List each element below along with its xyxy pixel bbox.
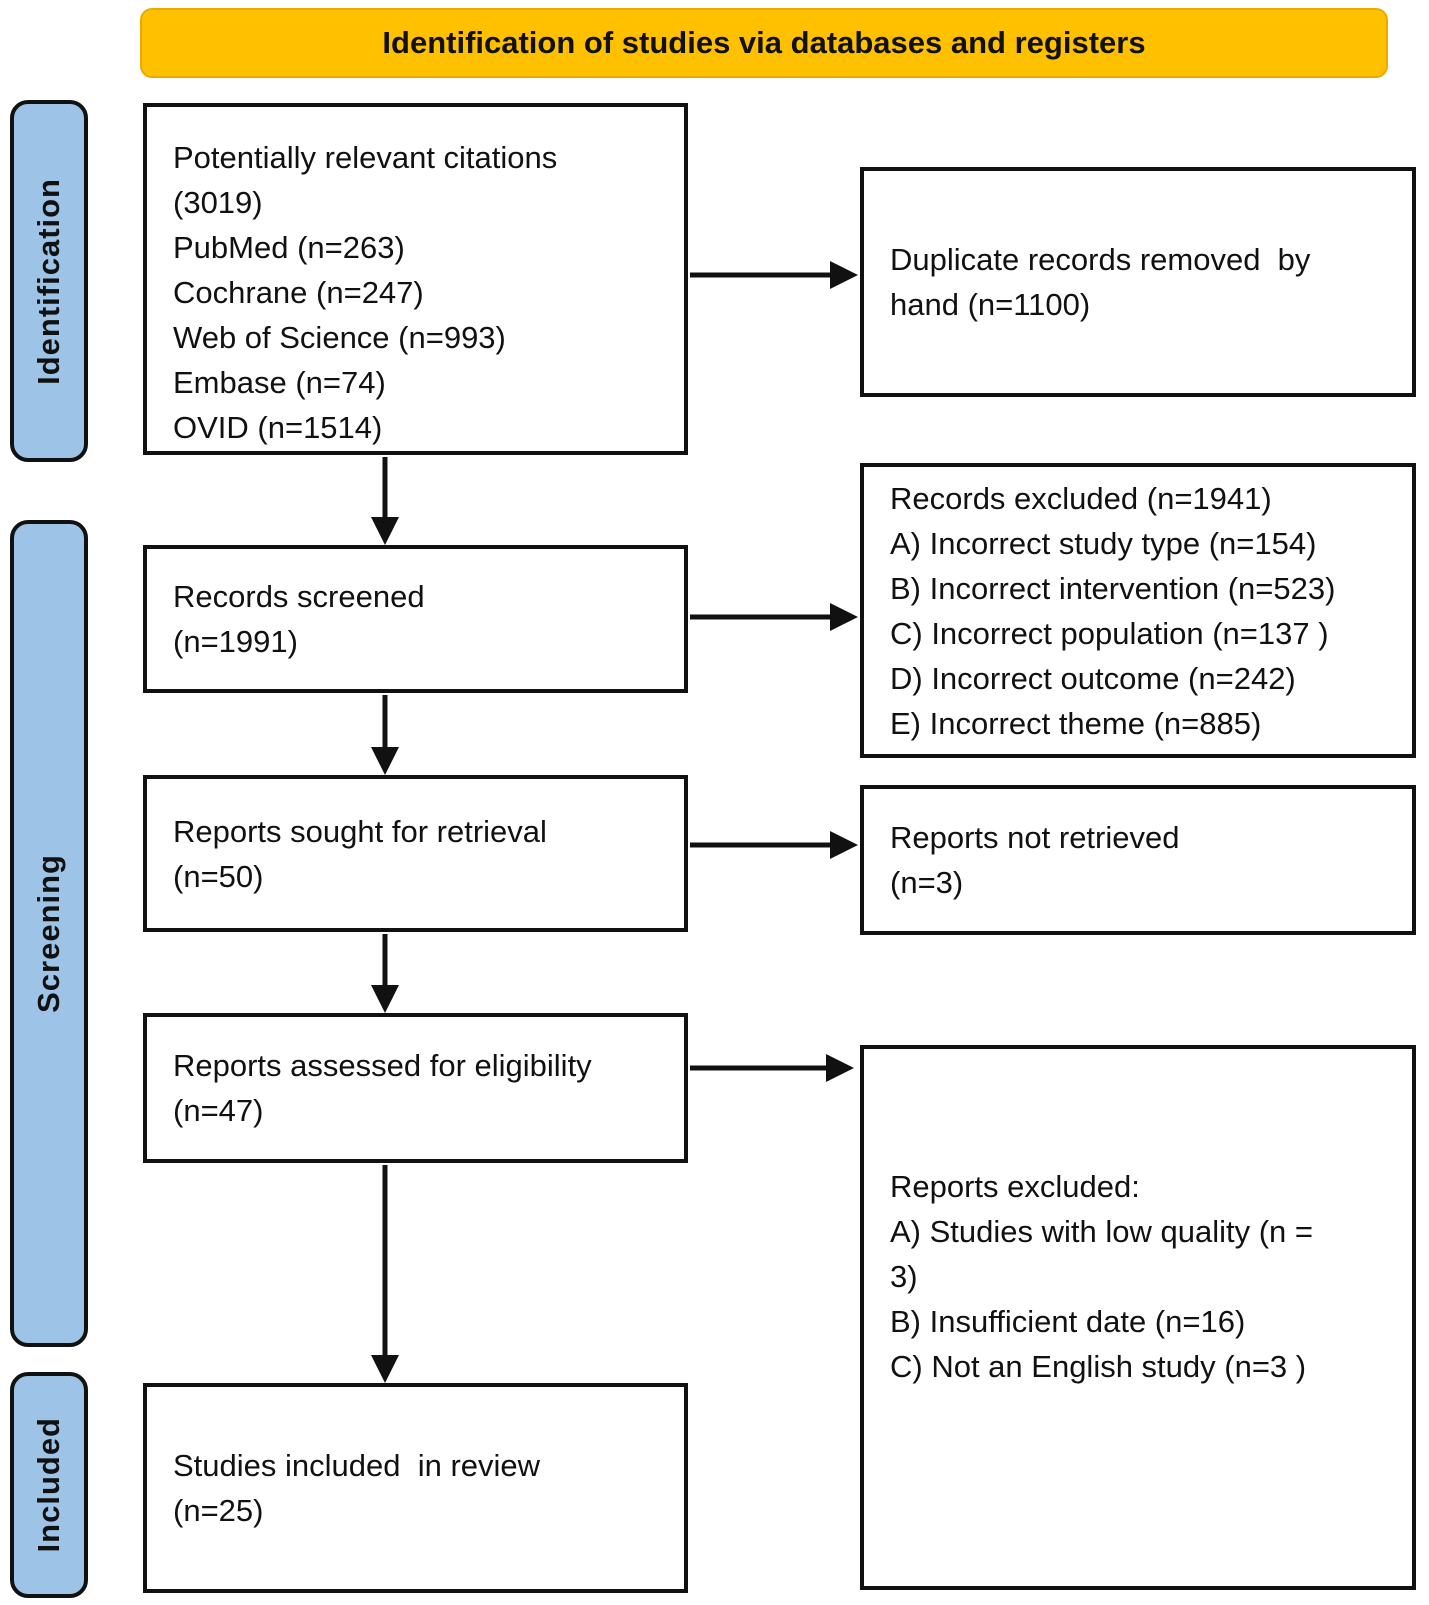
stage-label-identification: Identification: [31, 177, 66, 385]
screened-line: (n=1991): [173, 624, 298, 659]
included-line: Studies included in review: [173, 1448, 541, 1483]
records-excluded-line: D) Incorrect outcome (n=242): [890, 660, 1296, 696]
citations-line: OVID (n=1514): [173, 410, 383, 445]
records-excluded-line: C) Incorrect population (n=137 ): [890, 615, 1329, 651]
reports-excluded-line: C) Not an English study (n=3 ): [890, 1349, 1307, 1384]
citations-line: Cochrane (n=247): [173, 275, 424, 310]
box-studies-included-in-review: Studies included in review (n=25): [143, 1383, 688, 1593]
assessed-line: (n=47): [173, 1093, 264, 1128]
not-retrieved-line: (n=3): [890, 865, 964, 900]
reports-excluded-line: 3): [890, 1259, 918, 1294]
arrow-citations-to-screened: [371, 457, 399, 545]
box-records-excluded: Records excluded (n=1941) A) Incorrect s…: [860, 463, 1416, 758]
box-reports-sought-for-retrieval: Reports sought for retrieval (n=50): [143, 775, 688, 932]
stage-bar-included: Included: [10, 1372, 88, 1598]
box-records-screened: Records screened (n=1991): [143, 545, 688, 693]
arrow-sought-to-not-retrieved: [690, 831, 858, 859]
stage-bar-screening: Screening: [10, 520, 88, 1347]
citations-line: Potentially relevant citations: [173, 140, 558, 175]
duplicates-line: hand (n=1100): [890, 287, 1091, 322]
arrow-screened-to-sought: [371, 695, 399, 775]
citations-line: Embase (n=74): [173, 365, 386, 400]
banner-identification-of-studies: Identification of studies via databases …: [140, 8, 1388, 78]
box-reports-assessed-for-eligibility: Reports assessed for eligibility (n=47): [143, 1013, 688, 1163]
arrow-sought-to-assessed: [371, 934, 399, 1013]
not-retrieved-line: Reports not retrieved: [890, 820, 1180, 855]
reports-excluded-line: A) Studies with low quality (n =: [890, 1214, 1313, 1249]
stage-label-included: Included: [31, 1417, 66, 1553]
box-reports-excluded: Reports excluded: A) Studies with low qu…: [860, 1045, 1416, 1590]
citations-line: PubMed (n=263): [173, 230, 405, 265]
records-excluded-line: E) Incorrect theme (n=885): [890, 705, 1262, 741]
citations-line: (3019): [173, 185, 263, 220]
box-duplicate-records-removed: Duplicate records removed by hand (n=110…: [860, 167, 1416, 397]
box-reports-not-retrieved: Reports not retrieved (n=3): [860, 785, 1416, 935]
stage-label-screening: Screening: [31, 854, 66, 1013]
citations-line: Web of Science (n=993): [173, 320, 506, 355]
duplicates-line: Duplicate records removed by: [890, 242, 1311, 277]
included-line: (n=25): [173, 1493, 264, 1528]
assessed-line: Reports assessed for eligibility: [173, 1048, 592, 1083]
arrow-assessed-to-included: [371, 1165, 399, 1383]
banner-title: Identification of studies via databases …: [382, 25, 1146, 60]
reports-excluded-line: Reports excluded:: [890, 1169, 1140, 1204]
records-excluded-line: B) Incorrect intervention (n=523): [890, 570, 1336, 606]
sought-line: (n=50): [173, 858, 264, 894]
arrow-assessed-to-reports-excluded: [690, 1054, 854, 1082]
records-excluded-line: A) Incorrect study type (n=154): [890, 525, 1317, 561]
stage-bar-identification: Identification: [10, 100, 88, 462]
records-excluded-line: Records excluded (n=1941): [890, 480, 1272, 516]
reports-excluded-line: B) Insufficient date (n=16): [890, 1304, 1246, 1339]
arrow-screened-to-records-excluded: [690, 603, 858, 631]
sought-line: Reports sought for retrieval: [173, 813, 547, 849]
box-potentially-relevant-citations: Potentially relevant citations (3019) Pu…: [143, 103, 688, 455]
arrow-citations-to-duplicates: [690, 261, 858, 289]
screened-line: Records screened: [173, 579, 425, 614]
